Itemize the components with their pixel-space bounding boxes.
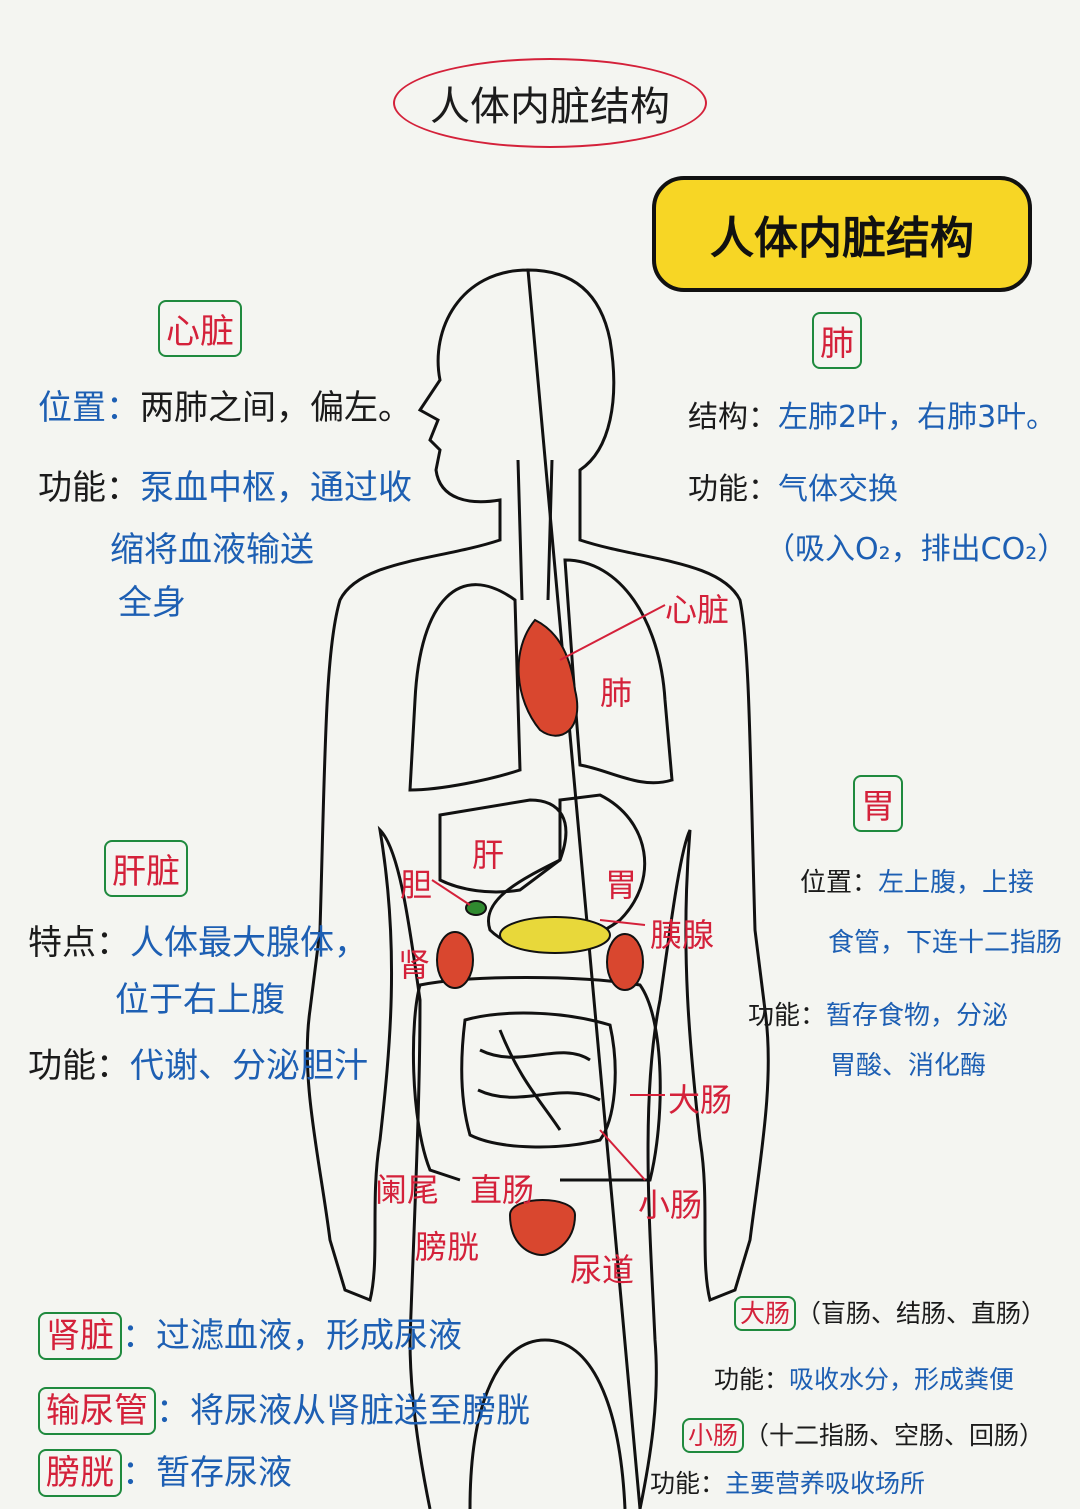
pancreas-shape bbox=[499, 916, 611, 954]
heart-position: 位置：两肺之间，偏左。 bbox=[38, 380, 412, 429]
label-large-intestine: 大肠 bbox=[668, 1081, 733, 1119]
label-bladder: 膀胱 bbox=[415, 1228, 480, 1266]
small-intestine-function: 功能：主要营养吸收场所 bbox=[650, 1464, 925, 1500]
stomach-position: 位置：左上腹，上接 bbox=[800, 862, 1034, 899]
small-intestine-outline bbox=[460, 1011, 617, 1149]
label-leader-lines bbox=[431, 604, 666, 1181]
small-intestine-heading: 小肠 bbox=[682, 1418, 745, 1453]
heart-heading: 心脏 bbox=[158, 300, 242, 357]
heart-function: 功能：泵血中枢，通过收 bbox=[38, 460, 412, 509]
label: 功能： bbox=[714, 1365, 790, 1394]
page-title: 人体内脏结构 bbox=[393, 58, 707, 148]
label: 功能： bbox=[28, 1046, 130, 1086]
value: ：将尿液从肾脏送至膀胱 bbox=[156, 1391, 530, 1431]
right-kidney-shape bbox=[436, 931, 474, 989]
value: ：暂存尿液 bbox=[122, 1453, 292, 1493]
value: 左肺2叶，右肺3叶。 bbox=[778, 400, 1057, 435]
label: 位置： bbox=[800, 868, 879, 898]
value: 两肺之间，偏左。 bbox=[140, 388, 412, 428]
large-intestine-function: 功能：吸收水分，形成粪便 bbox=[714, 1360, 1014, 1396]
liver-heading: 肝脏 bbox=[104, 840, 188, 897]
parts: （盲肠、结肠、直肠） bbox=[796, 1299, 1047, 1328]
left-kidney-shape bbox=[606, 933, 644, 991]
title-badge: 人体内脏结构 bbox=[652, 176, 1032, 292]
liver-feature: 特点：人体最大腺体， bbox=[28, 915, 368, 964]
label-rectum: 直肠 bbox=[470, 1171, 535, 1209]
bladder-heading: 膀胱 bbox=[38, 1449, 122, 1497]
stomach-function: 功能：暂存食物，分泌 bbox=[748, 995, 1008, 1032]
stomach-function-line2: 胃酸、消化酶 bbox=[830, 1051, 987, 1081]
value: 气体交换 bbox=[778, 472, 898, 507]
bladder-note: 膀胱：暂存尿液 bbox=[38, 1445, 292, 1497]
stomach-heading: 胃 bbox=[853, 775, 903, 832]
value: 暂存食物，分泌 bbox=[826, 1001, 1009, 1031]
stomach-position-line2: 食管，下连十二指肠 bbox=[828, 928, 1063, 958]
value: 泵血中枢，通过收 bbox=[140, 468, 412, 508]
label: 功能： bbox=[688, 472, 778, 507]
right-lung bbox=[408, 583, 522, 792]
value: 左上腹，上接 bbox=[878, 868, 1035, 898]
liver-outline bbox=[438, 798, 568, 894]
label: 功能： bbox=[650, 1469, 726, 1498]
label-small-intestine: 小肠 bbox=[638, 1186, 703, 1224]
heart-shape bbox=[517, 618, 579, 737]
kidney-note: 肾脏：过滤血液，形成尿液 bbox=[38, 1308, 462, 1360]
heart-function-line3: 全身 bbox=[118, 583, 186, 623]
large-intestine-note: 大肠（盲肠、结肠、直肠） bbox=[734, 1294, 1047, 1331]
label: 功能： bbox=[748, 1001, 827, 1031]
left-lung bbox=[563, 558, 674, 785]
liver-function: 功能：代谢、分泌胆汁 bbox=[28, 1038, 368, 1087]
lung-heading: 肺 bbox=[812, 312, 862, 369]
ureter-note: 输尿管：将尿液从肾脏送至膀胱 bbox=[38, 1383, 530, 1435]
label-kidney: 肾 bbox=[398, 946, 431, 984]
heart-function-line2: 缩将血液输送 bbox=[110, 530, 314, 570]
label: 位置： bbox=[38, 388, 140, 428]
value: ：过滤血液，形成尿液 bbox=[122, 1316, 462, 1356]
label-heart: 心脏 bbox=[665, 591, 730, 629]
label: 特点： bbox=[28, 923, 130, 963]
ureter-heading: 输尿管 bbox=[38, 1387, 156, 1435]
lung-function-detail: （吸入O₂，排出CO₂） bbox=[765, 532, 1068, 567]
body-outline bbox=[305, 268, 770, 1509]
kidney-heading: 肾脏 bbox=[38, 1312, 122, 1360]
gallbladder-shape bbox=[465, 900, 487, 916]
value: 主要营养吸收场所 bbox=[725, 1469, 926, 1498]
large-intestine-heading: 大肠 bbox=[734, 1296, 797, 1331]
label-liver: 肝 bbox=[472, 836, 505, 874]
lung-structure: 结构：左肺2叶，右肺3叶。 bbox=[688, 392, 1056, 436]
trachea bbox=[516, 459, 554, 601]
small-intestine-note: 小肠（十二指肠、空肠、回肠） bbox=[682, 1416, 1045, 1453]
label-stomach: 胃 bbox=[605, 866, 638, 904]
label: 结构： bbox=[688, 400, 778, 435]
parts: （十二指肠、空肠、回肠） bbox=[744, 1421, 1045, 1450]
label-urethra: 尿道 bbox=[570, 1251, 635, 1289]
label-lung: 肺 bbox=[600, 674, 633, 712]
lung-function: 功能：气体交换 bbox=[688, 464, 898, 508]
label: 功能： bbox=[38, 468, 140, 508]
value: 人体最大腺体， bbox=[130, 923, 368, 963]
label-gallbladder: 胆 bbox=[400, 866, 433, 904]
value: 吸收水分，形成粪便 bbox=[789, 1365, 1015, 1394]
hip-arch bbox=[468, 1338, 627, 1509]
large-intestine-outline bbox=[411, 976, 662, 1182]
liver-feature-line2: 位于右上腹 bbox=[115, 980, 285, 1020]
bladder-shape bbox=[508, 1199, 577, 1257]
value: 代谢、分泌胆汁 bbox=[130, 1046, 368, 1086]
small-intestine-coils bbox=[477, 1029, 601, 1131]
label-appendix: 阑尾 bbox=[375, 1171, 440, 1209]
label-pancreas: 胰腺 bbox=[650, 916, 715, 954]
